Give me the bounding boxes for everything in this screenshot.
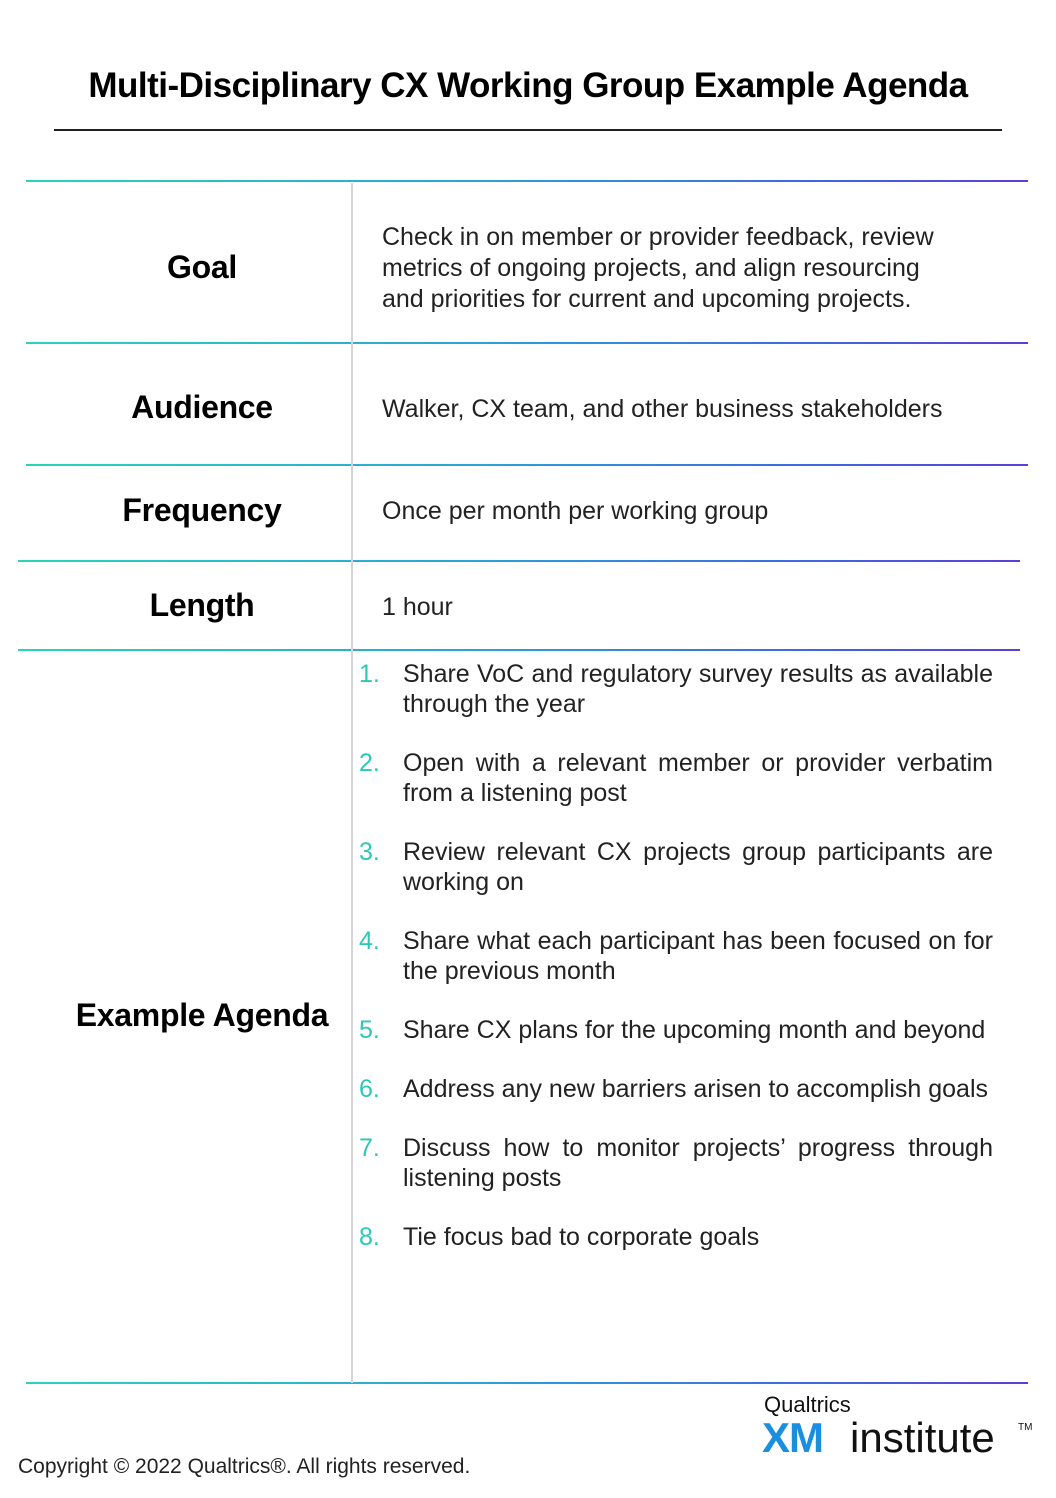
list-item: 7. Discuss how to monitor projects’ progr… (359, 1133, 993, 1193)
list-item: 6. Address any new barriers arisen to acc… (359, 1074, 993, 1104)
list-item-number: 8. (359, 1223, 380, 1251)
list-item-number: 5. (359, 1016, 380, 1044)
logo-trademark: TM (1018, 1422, 1033, 1433)
list-item-text: Share VoC and regulatory survey results … (403, 660, 993, 718)
row-divider-audience (26, 464, 1028, 466)
length-text: 1 hour (382, 593, 453, 621)
list-item-text: Open with a relevant member or provider … (403, 749, 993, 807)
goal-label: Goal (167, 249, 237, 285)
list-item-text: Discuss how to monitor projects’ progres… (403, 1134, 993, 1192)
goal-text: Check in on member or provider feedback,… (382, 222, 1002, 315)
row-divider-frequency (18, 560, 1020, 562)
title-divider (54, 129, 1002, 131)
logo-qualtrics-text: Qualtrics (764, 1392, 851, 1417)
row-divider-goal (26, 342, 1028, 344)
column-divider (351, 183, 353, 1383)
list-item-text: Review relevant CX projects group partic… (403, 838, 993, 896)
list-item-number: 6. (359, 1075, 380, 1103)
list-item: 8. Tie focus bad to corporate goals (359, 1222, 993, 1252)
logo-institute-text: institute (850, 1414, 995, 1461)
list-item-number: 4. (359, 927, 380, 955)
row-divider-length (18, 649, 1020, 651)
page-title: Multi-Disciplinary CX Working Group Exam… (88, 66, 968, 105)
logo-xm-text: XM (762, 1414, 824, 1461)
agenda-label: Example Agenda (75, 997, 329, 1033)
agenda-list: 1. Share VoC and regulatory survey result… (359, 659, 993, 1281)
list-item-text: Share what each participant has been foc… (403, 927, 993, 985)
list-item: 2. Open with a relevant member or provide… (359, 748, 993, 808)
table-top-border (26, 180, 1028, 182)
goal-line: Check in on member or provider feedback,… (382, 223, 934, 251)
frequency-text: Once per month per working group (382, 497, 769, 525)
table-bottom-border (26, 1382, 1028, 1384)
audience-label: Audience (131, 389, 273, 425)
list-item-text: Tie focus bad to corporate goals (403, 1223, 760, 1251)
list-item-text: Share CX plans for the upcoming month an… (403, 1016, 986, 1044)
list-item-number: 1. (359, 660, 380, 688)
list-item: 4. Share what each participant has been f… (359, 926, 993, 986)
list-item: 5. Share CX plans for the upcoming month … (359, 1015, 993, 1045)
copyright-notice: Copyright © 2022 Qualtrics®. All rights … (18, 1455, 471, 1478)
audience-text: Walker, CX team, and other business stak… (382, 395, 943, 423)
list-item-number: 2. (359, 749, 380, 777)
list-item-number: 3. (359, 838, 380, 866)
goal-line: and priorities for current and upcoming … (382, 285, 912, 313)
list-item: 3. Review relevant CX projects group part… (359, 837, 993, 897)
list-item: 1. Share VoC and regulatory survey result… (359, 659, 993, 719)
goal-line: metrics of ongoing projects, and align r… (382, 254, 920, 282)
list-item-text: Address any new barriers arisen to accom… (403, 1075, 988, 1103)
frequency-label: Frequency (122, 492, 282, 528)
length-label: Length (149, 587, 255, 623)
xm-institute-logo: Qualtrics XM institute TM (762, 1392, 1032, 1472)
list-item-number: 7. (359, 1134, 380, 1162)
